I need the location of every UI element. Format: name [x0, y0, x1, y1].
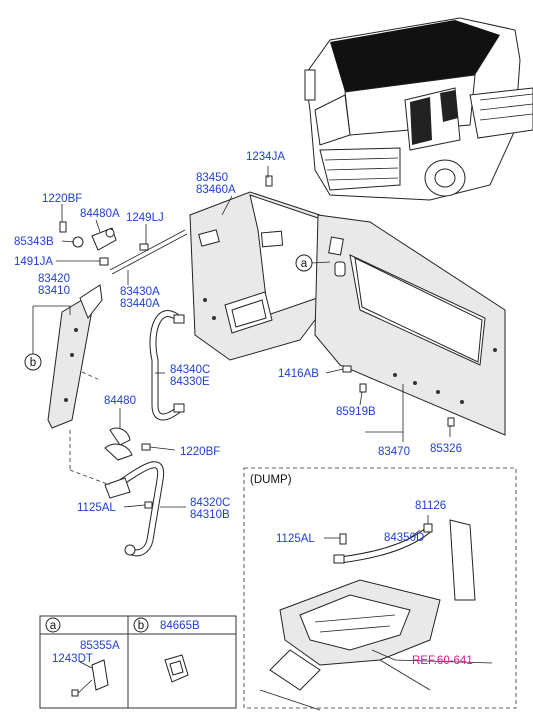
- label-85326: 85326: [430, 443, 462, 455]
- guide-line: [69, 469, 111, 486]
- label-83410: 83410: [38, 285, 70, 297]
- callout-circle-a: [295, 254, 313, 272]
- dump-inset-box: (DUMP) 81126 1125AL 84350D REF.60-641: [243, 467, 517, 711]
- guide-line: [81, 371, 101, 381]
- label-83430A: 83430A: [120, 286, 160, 298]
- label-1220BF-mid: 1220BF: [180, 446, 220, 458]
- label-83460A: 83460A: [196, 184, 236, 196]
- label-1491JA: 1491JA: [14, 256, 53, 268]
- label-84330E: 84330E: [170, 376, 210, 388]
- label-84480A: 84480A: [80, 208, 120, 220]
- label-1125AL-dump: 1125AL: [276, 533, 315, 545]
- label-84340C: 84340C: [170, 364, 210, 376]
- label-1220BF-top: 1220BF: [42, 193, 82, 205]
- label-84310B: 84310B: [190, 509, 230, 521]
- truck-cab-illustration: [304, 17, 533, 201]
- label-1125AL-left: 1125AL: [77, 502, 116, 514]
- pillar-trim-83410: [47, 284, 103, 429]
- grab-handle-84320C: [104, 427, 165, 557]
- label-84665B: 84665B: [160, 620, 200, 632]
- clip-85919B: [359, 383, 367, 393]
- label-83450: 83450: [196, 172, 228, 184]
- bracket-84480A: [59, 221, 188, 275]
- legend-a-letter: a: [50, 620, 57, 632]
- clip-1416AB: [342, 365, 352, 373]
- label-1416AB: 1416AB: [278, 368, 319, 380]
- label-83420: 83420: [38, 273, 70, 285]
- label-84480: 84480: [104, 395, 136, 407]
- label-81126: 81126: [415, 500, 446, 512]
- rear-trim-panel-83450: [189, 191, 331, 361]
- side-wall-panel-83470: [314, 214, 506, 436]
- label-83440A: 83440A: [120, 298, 160, 310]
- label-1243DT: 1243DT: [52, 653, 93, 665]
- label-1234JA: 1234JA: [246, 151, 285, 163]
- label-85919B: 85919B: [336, 406, 376, 418]
- label-84320C: 84320C: [190, 497, 230, 509]
- label-85343B: 85343B: [14, 236, 54, 248]
- screw-1234JA: [265, 175, 273, 187]
- label-1249LJ: 1249LJ: [126, 212, 164, 224]
- legend-table: a b 84665B 85355A 1243DT: [39, 615, 237, 709]
- grab-handle-84340C: [149, 310, 185, 421]
- label-83470: 83470: [378, 446, 410, 458]
- callout-circle-b: [24, 353, 42, 371]
- legend-b-letter: b: [138, 620, 144, 632]
- dump-title: (DUMP): [250, 474, 292, 486]
- callout-a-label: a: [301, 258, 308, 270]
- label-84350D: 84350D: [384, 532, 424, 544]
- leader-lines: [32, 166, 451, 508]
- label-85355A: 85355A: [80, 640, 120, 652]
- reference-label: REF.60-641: [412, 655, 473, 667]
- clip-85326: [447, 417, 455, 427]
- callout-b-label: b: [30, 357, 36, 369]
